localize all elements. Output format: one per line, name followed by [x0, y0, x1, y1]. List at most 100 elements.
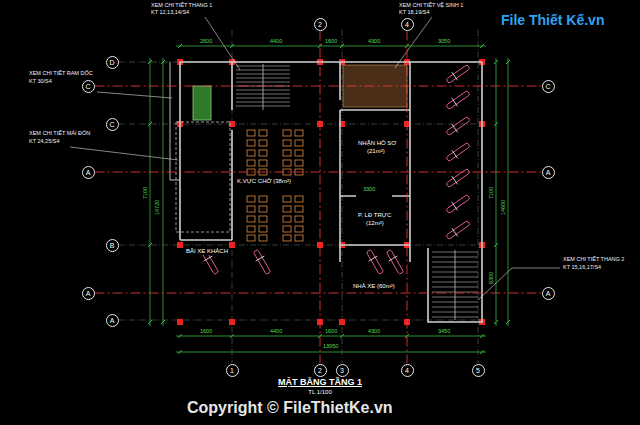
chair — [283, 150, 291, 156]
grid-label: C — [85, 83, 90, 90]
motorbike — [444, 218, 471, 241]
grid-bubble: D — [106, 56, 119, 69]
drawing-title: MẶT BẰNG TẦNG 1 — [277, 377, 363, 387]
dimension: 14720 — [154, 199, 160, 216]
grid-bubble: 4 — [401, 18, 414, 31]
motorbike — [444, 114, 471, 137]
chair — [295, 140, 303, 146]
chair — [295, 235, 303, 241]
motorbike-handle — [452, 124, 458, 132]
chair — [259, 140, 267, 146]
drawing-scale: TL 1/100 — [307, 389, 332, 396]
motorbike-handle — [256, 256, 265, 261]
grid-bubble: 4 — [401, 364, 414, 377]
chair — [283, 196, 291, 202]
grid-bubble: C — [82, 80, 95, 93]
callout-note: KT 12,13,14/S4 — [150, 9, 190, 15]
grid-bubble: C — [106, 118, 119, 131]
chair — [259, 226, 267, 232]
dimension: 2600 — [199, 38, 213, 44]
callout-note: KT 18,19/S4 — [398, 9, 430, 15]
chair — [259, 196, 267, 202]
grid-label: B — [110, 242, 115, 249]
chair — [295, 160, 303, 166]
motorbike — [444, 140, 471, 163]
grid-label: 4 — [405, 21, 409, 28]
chair — [283, 226, 291, 232]
chair — [283, 160, 291, 166]
callout-note: XEM CHI TIẾT RAM DỐC — [28, 70, 94, 76]
chair — [247, 216, 255, 222]
motorbike-handle — [452, 228, 458, 236]
chair — [247, 196, 255, 202]
motorbike-body — [446, 142, 470, 161]
grid-line — [118, 124, 482, 125]
motorbike-body — [366, 249, 383, 274]
dimension: 1600 — [199, 328, 213, 334]
grid-label: C — [545, 83, 550, 90]
grid-line — [118, 245, 482, 246]
plan-details — [118, 30, 510, 363]
motorbike — [384, 248, 406, 276]
motorbike-handle — [204, 256, 213, 261]
column — [229, 319, 235, 325]
ramp-edge — [170, 62, 180, 180]
chair — [295, 150, 303, 156]
room-name: P. LĐ TRỰC — [357, 212, 392, 219]
chair — [283, 235, 291, 241]
grid-bubble: A — [542, 287, 555, 300]
grid-bubble: A — [82, 166, 95, 179]
dimension: 1600 — [324, 38, 338, 44]
dimension: 1600 — [324, 328, 338, 334]
motorbike-handle — [452, 150, 458, 158]
motorbike-handle — [452, 176, 458, 184]
watermark: Copyright © FileThietKe.vn — [186, 399, 394, 417]
callout-note: KT 24,25/S4 — [28, 138, 60, 144]
grid-bubble: A — [106, 314, 119, 327]
grid-label: 3 — [340, 367, 344, 374]
motorbike-body — [386, 249, 403, 274]
motorbike — [364, 248, 386, 276]
dimension-line — [150, 46, 508, 352]
grid-label: D — [109, 59, 114, 66]
chair — [259, 216, 267, 222]
dimension: 4300 — [367, 328, 381, 334]
dimension: 3050 — [437, 38, 451, 44]
dimension: 4400 — [269, 38, 283, 44]
chair — [283, 206, 291, 212]
stair-rail — [263, 64, 264, 110]
motorbike-handle — [452, 98, 458, 106]
column — [339, 319, 345, 325]
dimension: 7100 — [142, 186, 148, 200]
dimension: 13950 — [322, 343, 339, 349]
dimension: 3300 — [362, 186, 376, 192]
grid-label: 2 — [318, 367, 322, 374]
motorbike-body — [253, 249, 270, 274]
dimension: 6300 — [488, 271, 494, 285]
grid-bubble: A — [542, 166, 555, 179]
grid-label: 2 — [318, 21, 322, 28]
stair-rail — [455, 250, 456, 320]
grid-label: 1 — [230, 367, 234, 374]
callout-note: XEM CHI TIẾT VỆ SINH 1 — [398, 2, 464, 8]
wall — [180, 62, 482, 322]
grid-axis — [320, 31, 321, 364]
dimension: 4300 — [367, 38, 381, 44]
chair — [295, 206, 303, 212]
motorbike-handle — [452, 202, 458, 210]
grid-label: 4 — [405, 367, 409, 374]
motorbike-handle — [389, 256, 398, 261]
grid-bubble: 1 — [226, 364, 239, 377]
motorbike-body — [446, 220, 470, 239]
canopy-outline — [176, 122, 230, 232]
grid-label: A — [110, 317, 115, 324]
room-name: BÃI XE KHÁCH — [185, 248, 229, 255]
motorbike-handle — [369, 256, 378, 261]
grid-bubble: A — [82, 287, 95, 300]
chair — [283, 140, 291, 146]
motorbike-body — [446, 64, 470, 83]
callout-note: XEM CHI TIẾT THANG 1 — [150, 2, 213, 8]
motorbike — [444, 166, 471, 189]
